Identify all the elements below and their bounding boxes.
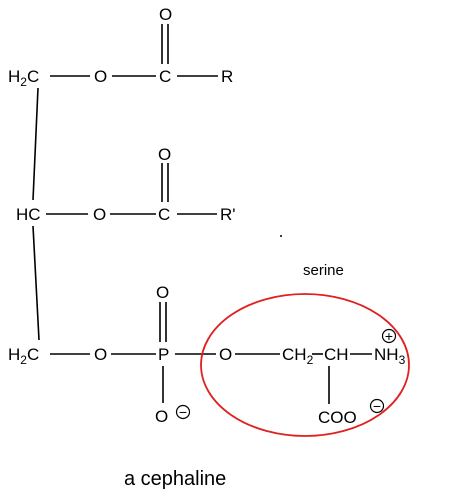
label-h2c-bottom: H2C <box>8 345 39 367</box>
label-o-ester2: O <box>93 205 106 224</box>
label-ch2-serine: CH2 <box>282 345 314 367</box>
h2c-bottom-c: C <box>27 345 39 364</box>
nh3-nh: NH <box>374 345 399 364</box>
label-o-phos-minus: O <box>155 407 168 426</box>
label-r1: R <box>221 67 233 86</box>
svg-text:+: + <box>385 328 393 344</box>
label-coo: COO <box>318 408 357 427</box>
backbone-bond-top <box>32 87 39 201</box>
h2c-top-c: C <box>27 67 39 86</box>
negative-charge-icon-phosphate: − <box>175 404 191 420</box>
backbone-bond-bottom <box>32 225 40 341</box>
label-o-carbonyl2: O <box>158 145 171 164</box>
label-o-phos-top: O <box>156 283 169 302</box>
ch2-serine-sub: 2 <box>307 353 314 367</box>
label-o-phos1: O <box>94 345 107 364</box>
label-o-phos2: O <box>219 345 232 364</box>
serine-highlight-ellipse <box>200 293 410 437</box>
serine-label: serine <box>303 262 344 279</box>
label-p: P <box>158 345 169 364</box>
label-c-carbonyl1: C <box>159 67 171 86</box>
label-hc-mid: HC <box>16 205 41 224</box>
label-r2: R' <box>220 205 236 224</box>
label-c-carbonyl2: C <box>158 205 170 224</box>
ch2-serine-ch: CH <box>282 345 307 364</box>
label-o-ester1: O <box>94 67 107 86</box>
label-ch-serine: CH <box>324 345 349 364</box>
h2c-bottom-h: H <box>8 345 20 364</box>
stray-dot <box>280 235 282 237</box>
positive-charge-icon: + <box>381 328 397 344</box>
h2c-top-sub: 2 <box>20 75 27 89</box>
nh3-sub: 3 <box>399 353 406 367</box>
svg-text:−: − <box>179 404 187 420</box>
label-o-carbonyl1: O <box>159 5 172 24</box>
label-h2c-top: H2C <box>8 67 39 89</box>
svg-text:−: − <box>373 398 381 414</box>
h2c-bottom-sub: 2 <box>20 353 27 367</box>
diagram-caption: a cephaline <box>124 468 226 490</box>
h2c-top-h: H <box>8 67 20 86</box>
label-nh3: NH3 <box>374 345 406 367</box>
negative-charge-icon-carboxylate: − <box>369 398 385 414</box>
